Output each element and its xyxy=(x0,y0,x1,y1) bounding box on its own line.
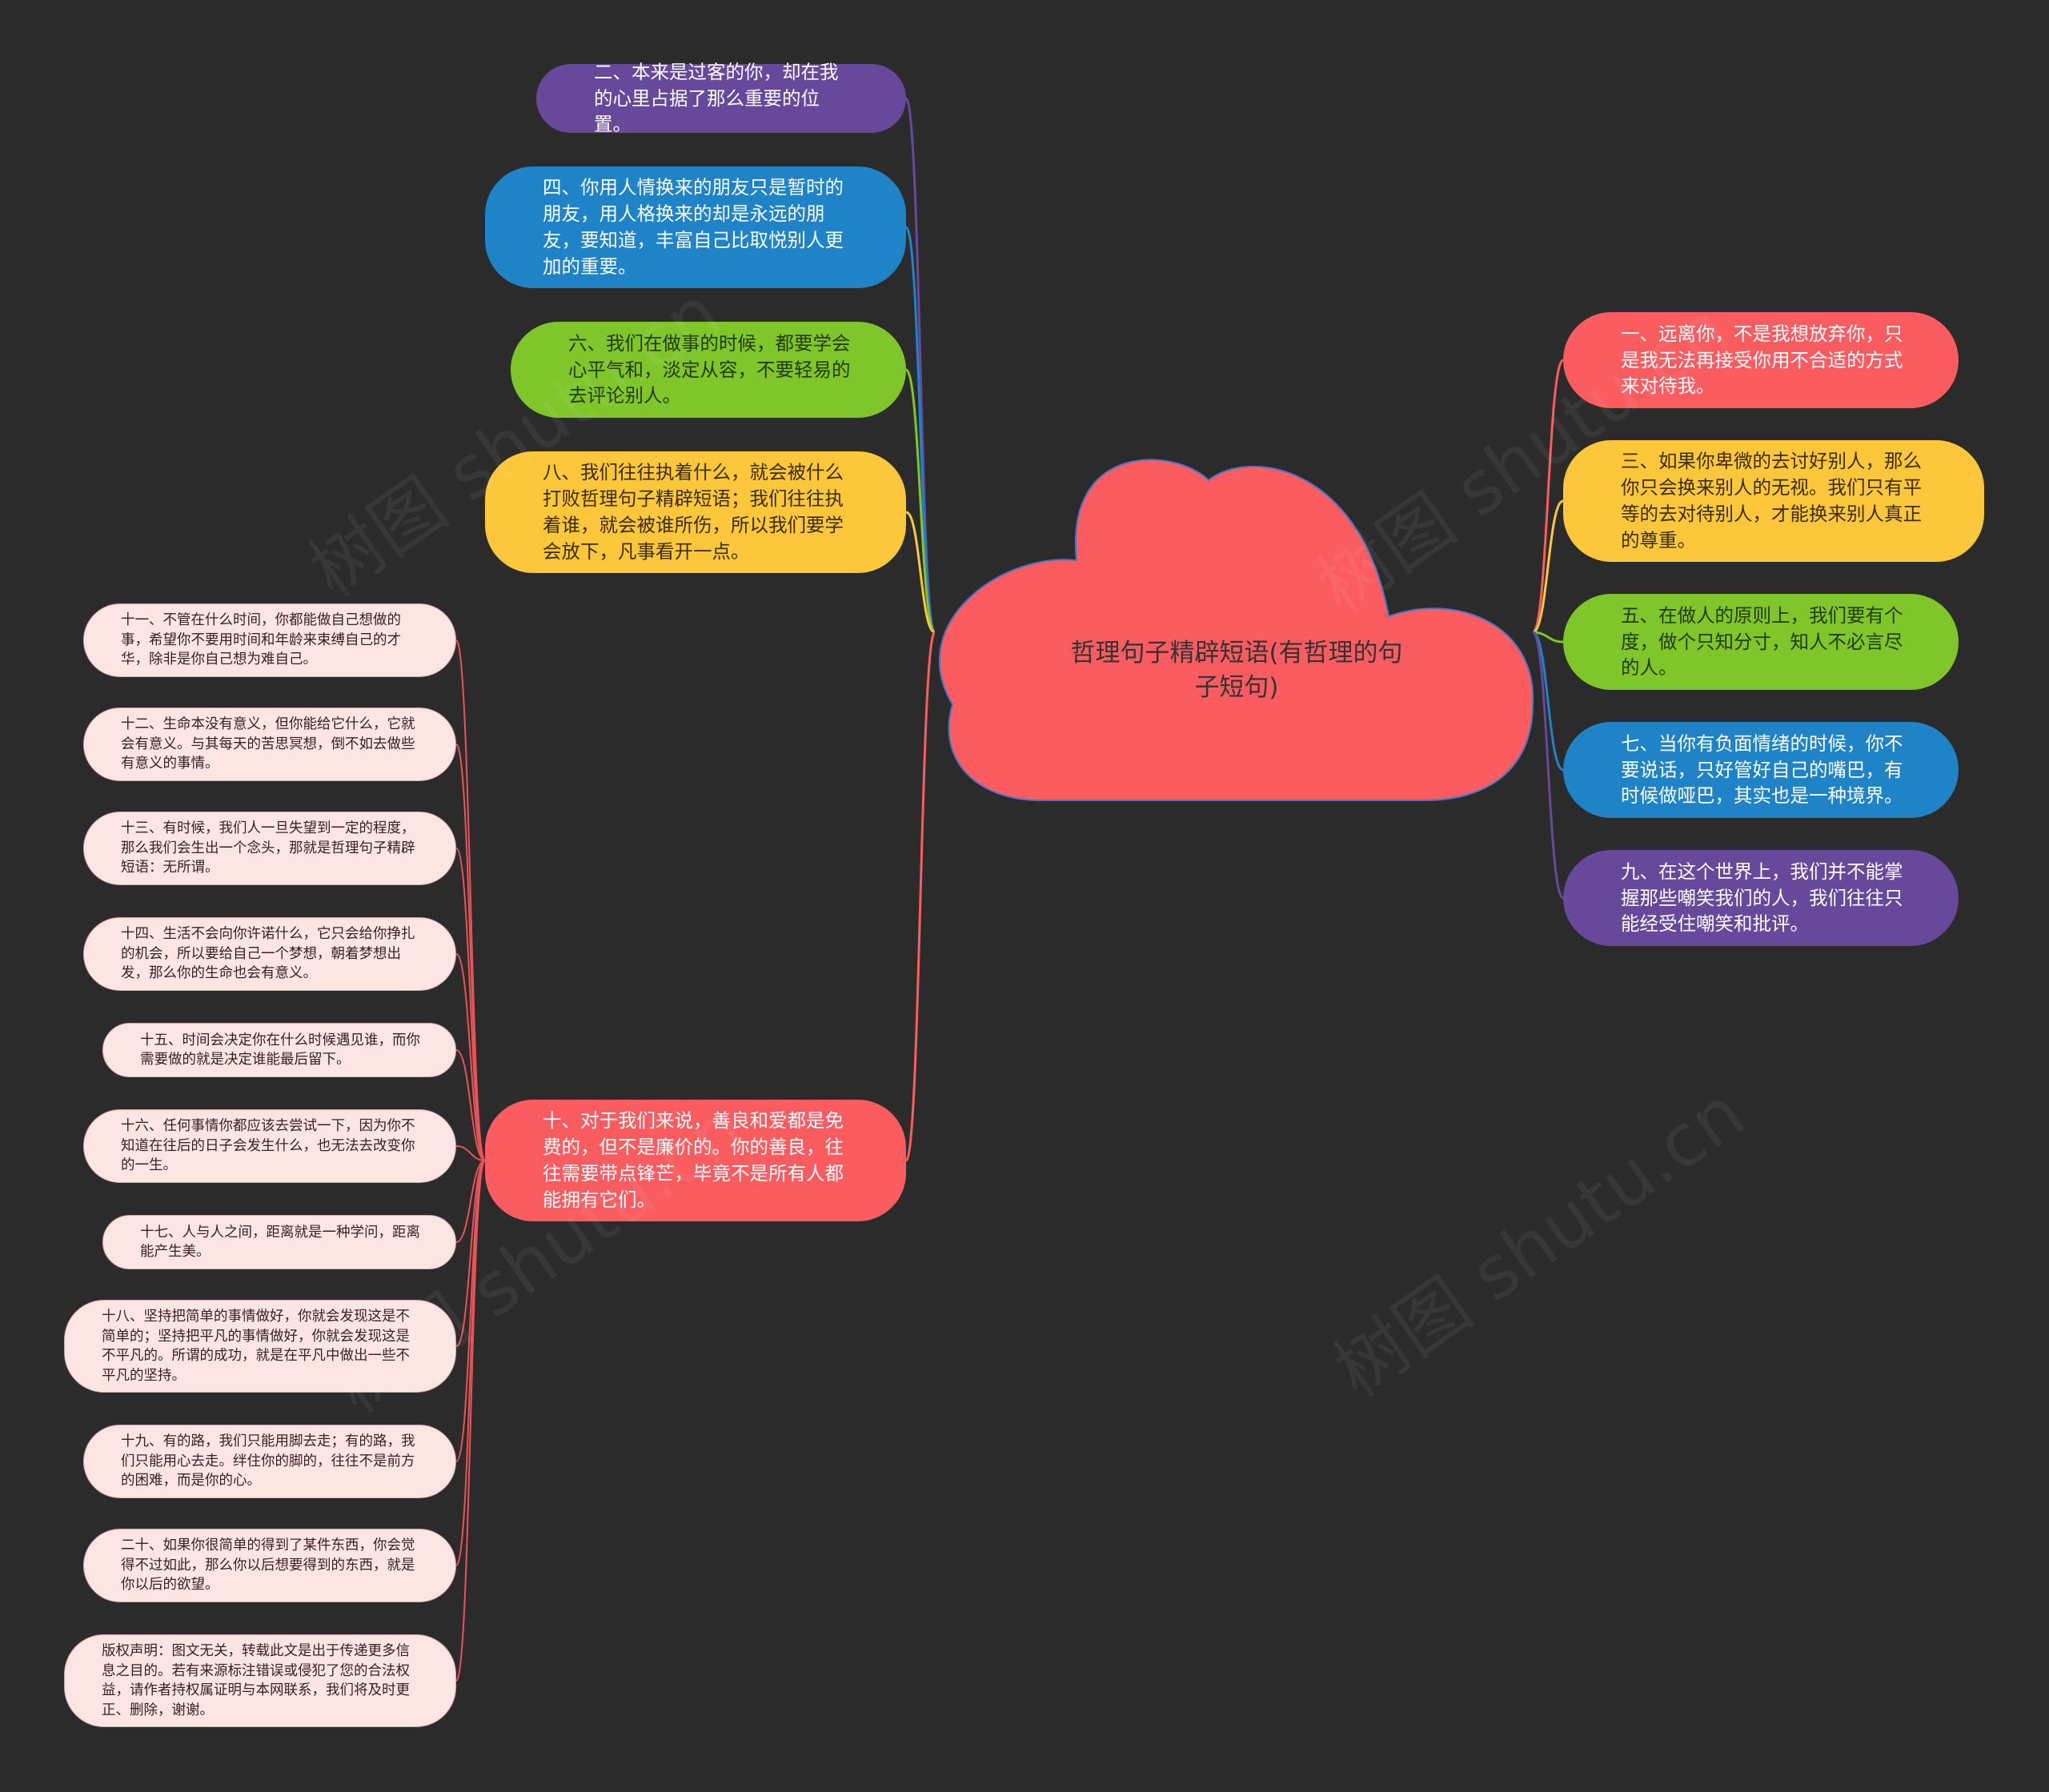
subtopic-text: 十九、有的路，我们只能用脚去走；有的路，我们只能用心去走。绊住你的脚的，往往不是… xyxy=(121,1433,415,1489)
connector-line xyxy=(455,953,486,1161)
connector-line xyxy=(1532,631,1564,643)
connector-line xyxy=(904,368,936,634)
subtopic-node-19[interactable]: 十九、有的路，我们只能用脚去走；有的路，我们只能用心去走。绊住你的脚的，往往不是… xyxy=(83,1425,456,1498)
connector-line xyxy=(455,744,486,1161)
subtopic-node-11[interactable]: 十一、不管在什么时间，你都能做自己想做的事，希望你不要用时间和年龄来束缚自己的才… xyxy=(83,603,456,677)
subtopic-node-20[interactable]: 二十、如果你很简单的得到了某件东西，你会觉得不过如此，那么你以后想要得到的东西，… xyxy=(83,1529,456,1602)
topic-node-1[interactable]: 一、远离你，不是我想放弃你，只是我无法再接受你用不合适的方式来对待我。 xyxy=(1563,312,1959,408)
subtopic-node-13[interactable]: 十三、有时候，我们人一旦失望到一定的程度，那么我们会生出一个念头，那就是哲理句子… xyxy=(83,812,456,885)
topic-node-4[interactable]: 四、你用人情换来的朋友只是暂时的朋友，用人格换来的却是永远的朋友，要知道，丰富自… xyxy=(485,166,906,288)
connector-line xyxy=(455,1160,486,1682)
topic-text: 十、对于我们来说，善良和爱都是免费的，但不是廉价的。你的善良，往往需要带点锋芒，… xyxy=(543,1109,844,1211)
subtopic-text: 十七、人与人之间，距离就是一种学问，距离能产生美。 xyxy=(140,1224,420,1261)
subtopic-text: 版权声明：图文无关，转载此文是出于传递更多信息之目的。若有来源标注错误或侵犯了您… xyxy=(102,1643,410,1718)
connector-line xyxy=(905,511,936,634)
subtopic-text: 十四、生活不会向你许诺什么，它只会给你挣扎的机会，所以要给自己一个梦想，朝着梦想… xyxy=(121,926,415,982)
connector-line xyxy=(455,848,486,1161)
connector-line xyxy=(455,1160,486,1243)
topic-node-8[interactable]: 八、我们往往执着什么，就会被什么打败哲理句子精辟短语；我们往往执着谁，就会被谁所… xyxy=(485,451,906,573)
topic-node-9[interactable]: 九、在这个世界上，我们并不能掌握那些嘲笑我们的人，我们往往只能经受住嘲笑和批评。 xyxy=(1563,850,1959,946)
topic-node-10[interactable]: 十、对于我们来说，善良和爱都是免费的，但不是廉价的。你的善良，往往需要带点锋芒，… xyxy=(485,1100,906,1221)
topic-text: 七、当你有负面情绪的时候，你不要说话，只好管好自己的嘴巴，有时候做哑巴，其实也是… xyxy=(1621,732,1903,808)
topic-node-3[interactable]: 三、如果你卑微的去讨好别人，那么你只会换来别人的无视。我们只有平等的去对待别人，… xyxy=(1563,440,1984,562)
connector-line xyxy=(1532,499,1564,634)
topic-text: 八、我们往往执着什么，就会被什么打败哲理句子精辟短语；我们往往执着谁，就会被谁所… xyxy=(543,461,844,563)
topic-text: 三、如果你卑微的去讨好别人，那么你只会换来别人的无视。我们只有平等的去对待别人，… xyxy=(1621,450,1922,551)
topic-text: 一、远离你，不是我想放弃你，只是我无法再接受你用不合适的方式来对待我。 xyxy=(1621,322,1903,398)
subtopic-node-15[interactable]: 十五、时间会决定你在什么时候遇见谁，而你需要做的就是决定谁能最后留下。 xyxy=(102,1023,456,1077)
connector-line xyxy=(455,1160,486,1347)
topic-node-6[interactable]: 六、我们在做事的时候，都要学会心平气和，淡定从容，不要轻易的去评论别人。 xyxy=(511,322,906,418)
connector-line xyxy=(1531,359,1565,634)
subtopic-node-12[interactable]: 十二、生命本没有意义，但你能给它什么，它就会有意义。与其每天的苦思冥想，倒不如去… xyxy=(83,708,456,781)
connector-line xyxy=(455,1145,486,1161)
topic-text: 二、本来是过客的你，却在我的心里占据了那么重要的位置。 xyxy=(594,60,839,136)
topic-text: 六、我们在做事的时候，都要学会心平气和，淡定从容，不要轻易的去评论别人。 xyxy=(568,331,851,407)
connector-line xyxy=(1532,631,1564,772)
subtopic-text: 十二、生命本没有意义，但你能给它什么，它就会有意义。与其每天的苦思冥想，倒不如去… xyxy=(121,716,415,772)
subtopic-node-18[interactable]: 十八、坚持把简单的事情做好，你就会发现这是不简单的；坚持把平凡的事情做好，你就会… xyxy=(64,1300,456,1393)
connector-line xyxy=(904,226,936,634)
subtopic-text: 十八、坚持把简单的事情做好，你就会发现这是不简单的；坚持把平凡的事情做好，你就会… xyxy=(102,1309,410,1384)
topic-text: 九、在这个世界上，我们并不能掌握那些嘲笑我们的人，我们往往只能经受住嘲笑和批评。 xyxy=(1621,860,1903,936)
subtopic-text: 二十、如果你很简单的得到了某件东西，你会觉得不过如此，那么你以后想要得到的东西，… xyxy=(121,1537,415,1594)
copyright-node[interactable]: 版权声明：图文无关，转载此文是出于传递更多信息之目的。若有来源标注错误或侵犯了您… xyxy=(64,1634,456,1727)
connector-line xyxy=(904,631,936,1162)
subtopic-text: 十三、有时候，我们人一旦失望到一定的程度，那么我们会生出一个念头，那就是哲理句子… xyxy=(121,820,415,876)
subtopic-node-16[interactable]: 十六、任何事情你都应该去尝试一下，因为你不知道在往后的日子会发生什么，也无法去改… xyxy=(83,1109,456,1183)
subtopic-text: 十一、不管在什么时间，你都能做自己想做的事，希望你不要用时间和年龄来束缚自己的才… xyxy=(121,612,401,668)
subtopic-node-17[interactable]: 十七、人与人之间，距离就是一种学问，距离能产生美。 xyxy=(102,1215,456,1269)
subtopic-text: 十五、时间会决定你在什么时候遇见谁，而你需要做的就是决定谁能最后留下。 xyxy=(140,1032,420,1068)
connector-line xyxy=(455,1049,486,1161)
topic-node-2[interactable]: 二、本来是过客的你，却在我的心里占据了那么重要的位置。 xyxy=(536,61,906,135)
topic-text: 五、在做人的原则上，我们要有个度，做个只知分寸，知人不必言尽的人。 xyxy=(1621,603,1903,680)
root-topic[interactable]: 哲理句子精辟短语(有哲理的句子短句) xyxy=(1070,639,1403,703)
subtopic-node-14[interactable]: 十四、生活不会向你许诺什么，它只会给你挣扎的机会，所以要给自己一个梦想，朝着梦想… xyxy=(83,917,456,991)
topic-node-7[interactable]: 七、当你有负面情绪的时候，你不要说话，只好管好自己的嘴巴，有时候做哑巴，其实也是… xyxy=(1563,722,1959,818)
connector-line xyxy=(1531,631,1565,900)
subtopic-text: 十六、任何事情你都应该去尝试一下，因为你不知道在往后的日子会发生什么，也无法去改… xyxy=(121,1118,415,1174)
topic-node-5[interactable]: 五、在做人的原则上，我们要有个度，做个只知分寸，知人不必言尽的人。 xyxy=(1563,594,1959,690)
topic-text: 四、你用人情换来的朋友只是暂时的朋友，用人格换来的却是永远的朋友，要知道，丰富自… xyxy=(543,176,844,278)
